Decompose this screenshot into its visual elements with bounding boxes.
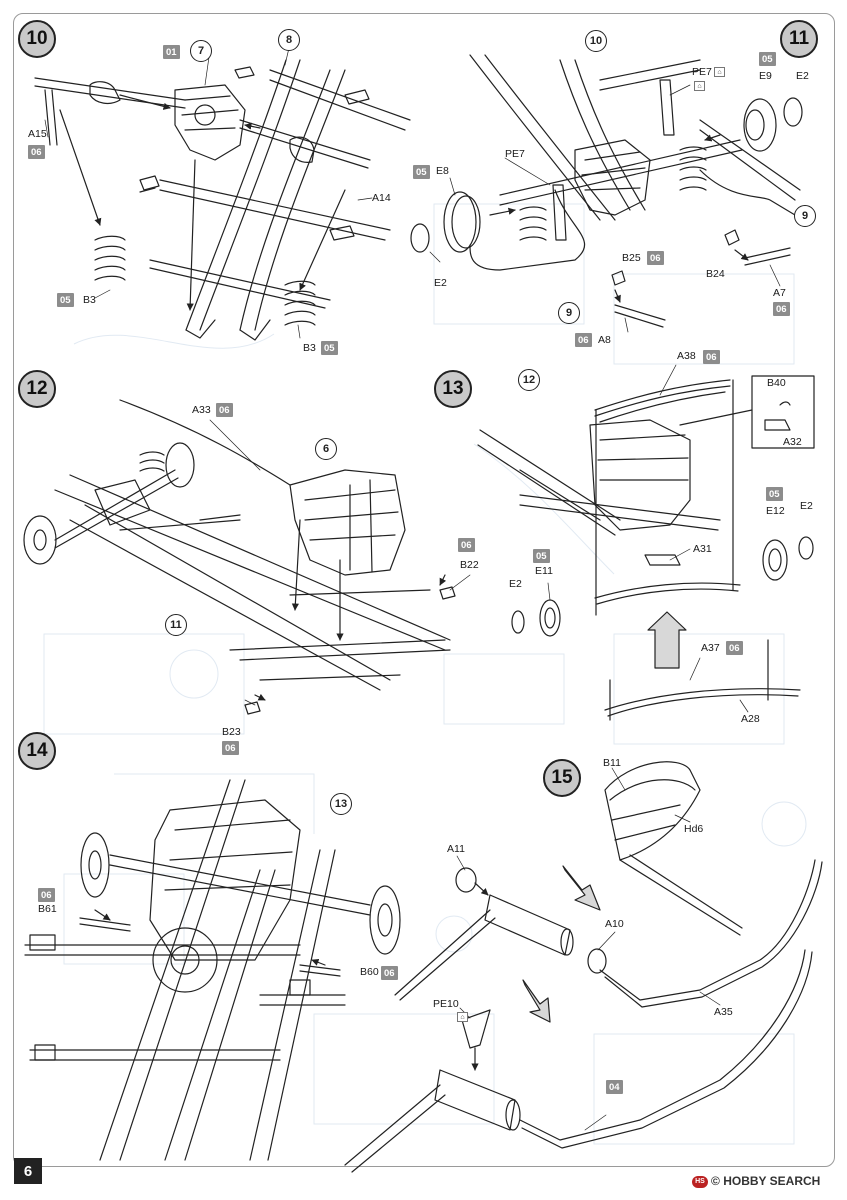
callout-sub-assembly: 9 xyxy=(558,302,580,324)
sprue-tag: 05 xyxy=(766,487,783,501)
part-label: B23 xyxy=(222,726,241,738)
sprue-tag: 06 xyxy=(381,966,398,980)
part-label: A31 xyxy=(693,543,712,555)
hobbysearch-logo-icon: HS xyxy=(692,1175,708,1188)
part-label: E12 xyxy=(766,505,785,517)
sprue-tag: 05 xyxy=(759,52,776,66)
sprue-tag: 06 xyxy=(222,741,239,755)
sprue-tag: 06 xyxy=(38,888,55,902)
photo-etch-icon: ⌂ xyxy=(457,1012,468,1022)
part-label: A15 xyxy=(28,128,47,140)
page-border xyxy=(13,13,835,1167)
sprue-tag: 05 xyxy=(321,341,338,355)
part-label: Hd6 xyxy=(684,823,704,835)
part-label: E2 xyxy=(509,578,522,590)
callout-sub-assembly: 11 xyxy=(165,614,187,636)
step-15-drawing xyxy=(344,761,823,1173)
callout-sub-assembly: 9 xyxy=(794,205,816,227)
sprue-tag: 06 xyxy=(575,333,592,347)
step-number-12: 12 xyxy=(18,370,56,408)
step-number-13: 13 xyxy=(434,370,472,408)
part-label: A11 xyxy=(447,843,465,855)
photo-etch-icon: ⌂ xyxy=(694,81,705,91)
part-label: A38 xyxy=(677,350,696,362)
part-label: A14 xyxy=(372,192,391,204)
sprue-tag: 04 xyxy=(606,1080,623,1094)
sprue-tag: 06 xyxy=(216,403,233,417)
callout-sub-assembly: 6 xyxy=(315,438,337,460)
step-11-drawing xyxy=(410,54,803,328)
part-label: B24 xyxy=(706,268,725,280)
sprue-tag: 06 xyxy=(726,641,743,655)
sprue-tag: 06 xyxy=(458,538,475,552)
part-label: PE7 xyxy=(692,66,712,78)
part-label: E2 xyxy=(800,500,813,512)
part-label: A8 xyxy=(598,334,611,346)
sprue-tag: 06 xyxy=(28,145,45,159)
part-label: E11 xyxy=(535,565,553,577)
part-label: B11 xyxy=(603,757,621,769)
part-label: A33 xyxy=(192,404,211,416)
part-label: B3 xyxy=(83,294,96,306)
sprue-tag: 05 xyxy=(533,549,550,563)
part-label: E9 xyxy=(759,70,772,82)
part-label: E2 xyxy=(796,70,809,82)
sprue-tag: 06 xyxy=(703,350,720,364)
step-number-10: 10 xyxy=(18,20,56,58)
part-label: PE7 xyxy=(505,148,525,160)
step-14-drawing xyxy=(24,779,401,1161)
part-label: A32 xyxy=(783,436,802,448)
sprue-tag: 05 xyxy=(57,293,74,307)
sprue-tag: 06 xyxy=(773,302,790,316)
step-number-14: 14 xyxy=(18,732,56,770)
part-label: B40 xyxy=(767,377,786,389)
part-label: A37 xyxy=(701,642,720,654)
watermark-mark: © xyxy=(711,1174,720,1188)
watermark-text: HOBBY SEARCH xyxy=(723,1174,821,1188)
part-label: B25 xyxy=(622,252,641,264)
callout-sub-assembly: 13 xyxy=(330,793,352,815)
sprue-tag: 01 xyxy=(163,45,180,59)
callout-sub-assembly: 8 xyxy=(278,29,300,51)
part-label: B61 xyxy=(38,903,57,915)
step-number-11: 11 xyxy=(780,20,818,58)
photo-etch-icon: ⌂ xyxy=(714,67,725,77)
part-label: A28 xyxy=(741,713,760,725)
step-13-drawing xyxy=(477,375,815,721)
part-label: A10 xyxy=(605,918,624,930)
sprue-tag: 05 xyxy=(413,165,430,179)
callout-sub-assembly: 12 xyxy=(518,369,540,391)
part-label: E8 xyxy=(436,165,449,177)
watermark: HS© HOBBY SEARCH xyxy=(692,1174,820,1188)
step-10-drawing xyxy=(34,59,411,341)
part-label: A7 xyxy=(773,287,786,299)
step-12-drawing xyxy=(23,399,456,715)
page-number: 6 xyxy=(14,1158,42,1184)
part-label: B60 xyxy=(360,966,379,978)
part-label: B22 xyxy=(460,559,479,571)
part-label: E2 xyxy=(434,277,447,289)
step-number-15: 15 xyxy=(543,759,581,797)
part-label: A35 xyxy=(714,1006,733,1018)
part-label: PE10 xyxy=(433,998,459,1010)
callout-sub-assembly: 7 xyxy=(190,40,212,62)
part-label: B3 xyxy=(303,342,316,354)
sprue-tag: 06 xyxy=(647,251,664,265)
callout-sub-assembly: 10 xyxy=(585,30,607,52)
